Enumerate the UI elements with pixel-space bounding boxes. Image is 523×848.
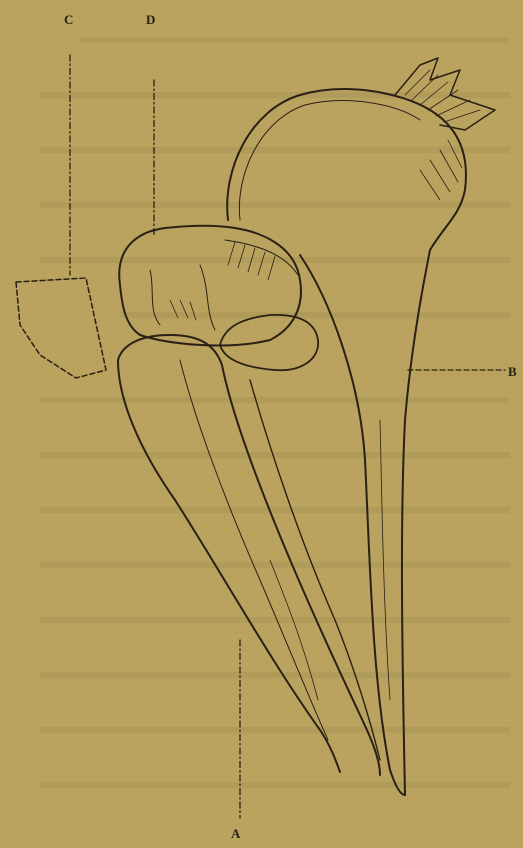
label-d: D: [146, 12, 156, 28]
label-a: A: [231, 826, 241, 842]
label-c: C: [64, 12, 74, 28]
label-b: B: [508, 364, 518, 380]
